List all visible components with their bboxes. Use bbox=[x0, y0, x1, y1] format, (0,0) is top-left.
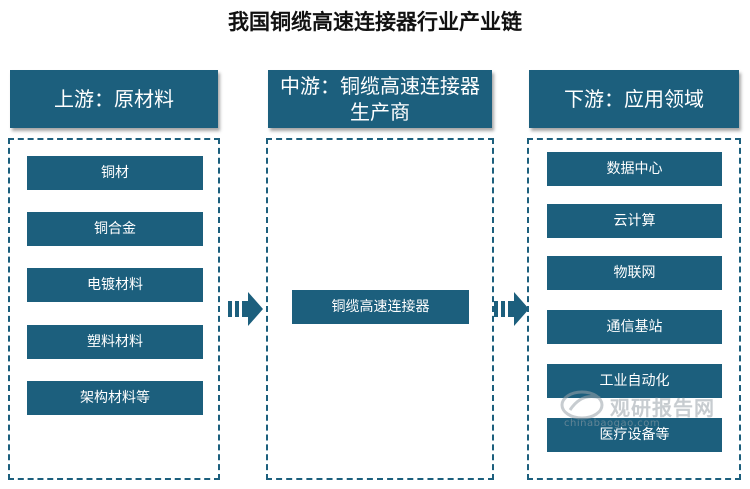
downstream-header: 下游：应用领域 bbox=[529, 70, 739, 128]
upstream-header: 上游：原材料 bbox=[10, 70, 218, 128]
downstream-item: 医疗设备等 bbox=[547, 418, 722, 452]
flow-arrow-icon bbox=[494, 292, 529, 326]
midstream-item: 铜缆高速连接器 bbox=[292, 290, 469, 324]
midstream-header-label: 中游：铜缆高速连接器生产商 bbox=[280, 74, 480, 124]
downstream-item: 通信基站 bbox=[547, 310, 722, 344]
watermark-brand: 观研报告网 bbox=[610, 396, 715, 420]
midstream-header: 中游：铜缆高速连接器生产商 bbox=[268, 70, 492, 128]
diagram-title: 我国铜缆高速连接器行业产业链 bbox=[228, 9, 522, 34]
downstream-item: 数据中心 bbox=[547, 152, 722, 186]
downstream-box bbox=[527, 138, 741, 480]
upstream-item: 塑料材料 bbox=[27, 325, 203, 359]
downstream-header-label: 下游：应用领域 bbox=[564, 87, 704, 111]
upstream-box bbox=[8, 138, 220, 480]
watermark-url: chinabaogao.com bbox=[564, 418, 661, 429]
upstream-item: 铜材 bbox=[27, 156, 203, 190]
downstream-item: 云计算 bbox=[547, 204, 722, 238]
watermark-logo-icon bbox=[560, 390, 604, 420]
upstream-header-label: 上游：原材料 bbox=[54, 87, 174, 111]
upstream-item: 架构材料等 bbox=[27, 381, 203, 415]
watermark: 观研报告网 chinabaogao.com bbox=[560, 388, 740, 438]
upstream-item: 铜合金 bbox=[27, 212, 203, 246]
flow-arrow-icon bbox=[228, 292, 263, 326]
midstream-box bbox=[266, 138, 494, 480]
downstream-item: 物联网 bbox=[547, 256, 722, 290]
upstream-item: 电镀材料 bbox=[27, 268, 203, 302]
